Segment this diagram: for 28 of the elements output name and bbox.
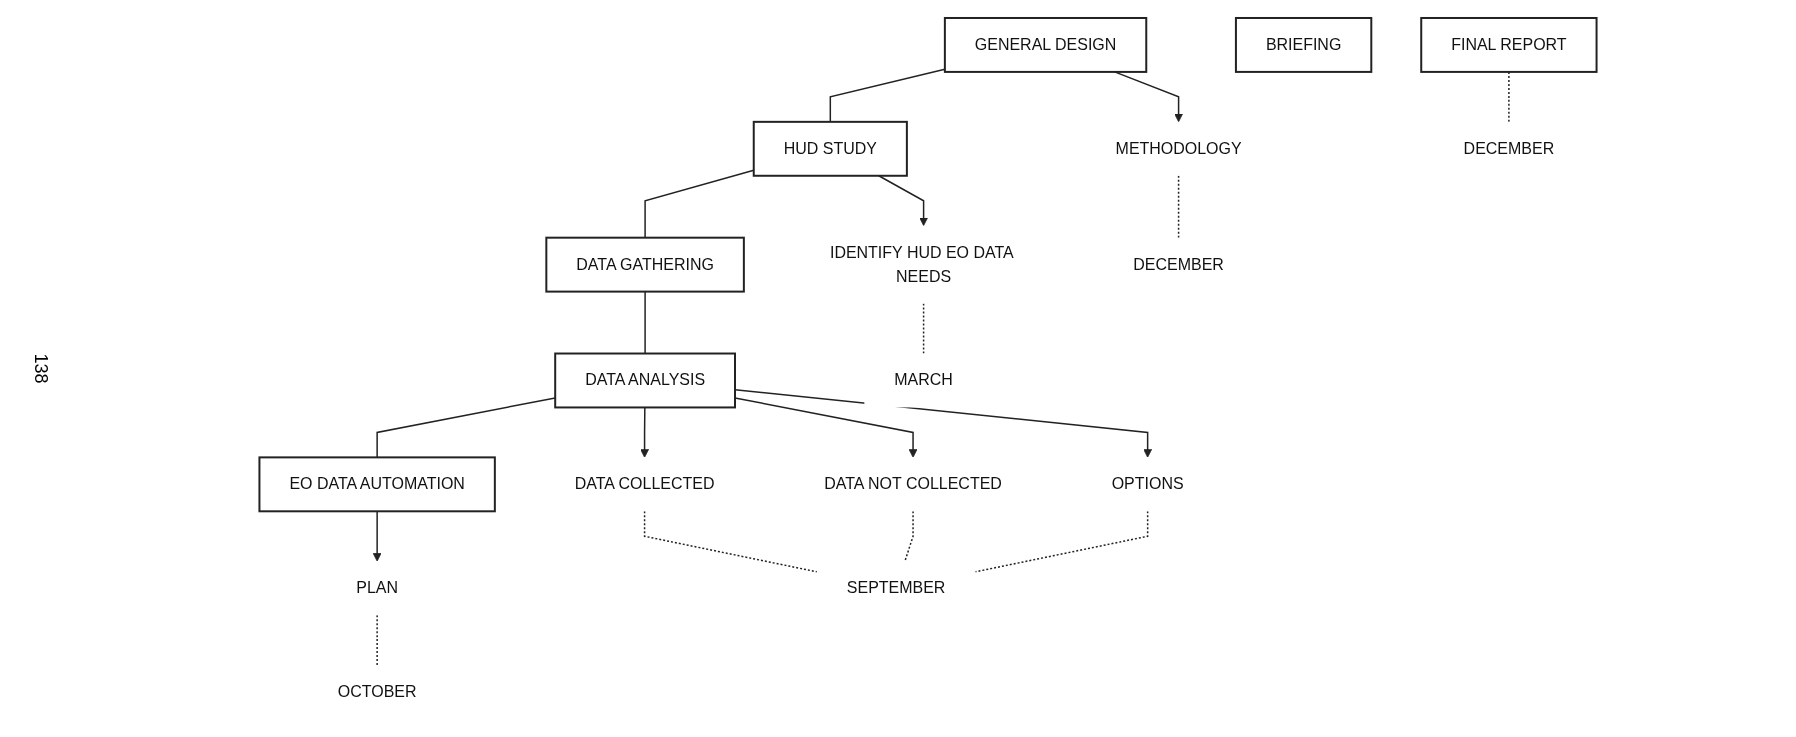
- page-number: 138: [29, 353, 51, 384]
- node-box: DATA ANALYSIS: [554, 352, 736, 409]
- node-text: DECEMBER: [1133, 255, 1224, 273]
- arrow: [372, 510, 382, 562]
- node-box: GENERAL DESIGN: [943, 17, 1148, 73]
- node-text: DATA COLLECTED: [574, 475, 715, 493]
- arrow: [640, 406, 649, 458]
- node-text: PLAN: [356, 579, 399, 597]
- node-box: FINAL REPORT: [1420, 17, 1598, 73]
- connector: [376, 397, 556, 459]
- node-box: HUD STUDY: [752, 120, 908, 177]
- node-text: DECEMBER: [1463, 139, 1555, 157]
- connector: [904, 510, 914, 562]
- node-text: IDENTIFY HUD EO DATA NEEDS: [829, 243, 1013, 285]
- node-box: BRIEFING: [1234, 17, 1373, 73]
- connector: [376, 614, 378, 666]
- node-box: EO DATA AUTOMATION: [258, 456, 496, 513]
- node-text: OCTOBER: [337, 683, 417, 701]
- node-text: SEPTEMBER: [846, 579, 946, 597]
- node-text: DATA NOT COLLECTED: [824, 475, 1002, 493]
- connector: [1177, 175, 1180, 239]
- arrow: [878, 175, 928, 227]
- connector: [1508, 71, 1510, 123]
- node-text: METHODOLOGY: [1115, 139, 1242, 157]
- connector: [644, 290, 646, 355]
- connector: [922, 302, 925, 355]
- node-text: OPTIONS: [1111, 475, 1184, 493]
- node-box: DATA GATHERING: [545, 236, 745, 293]
